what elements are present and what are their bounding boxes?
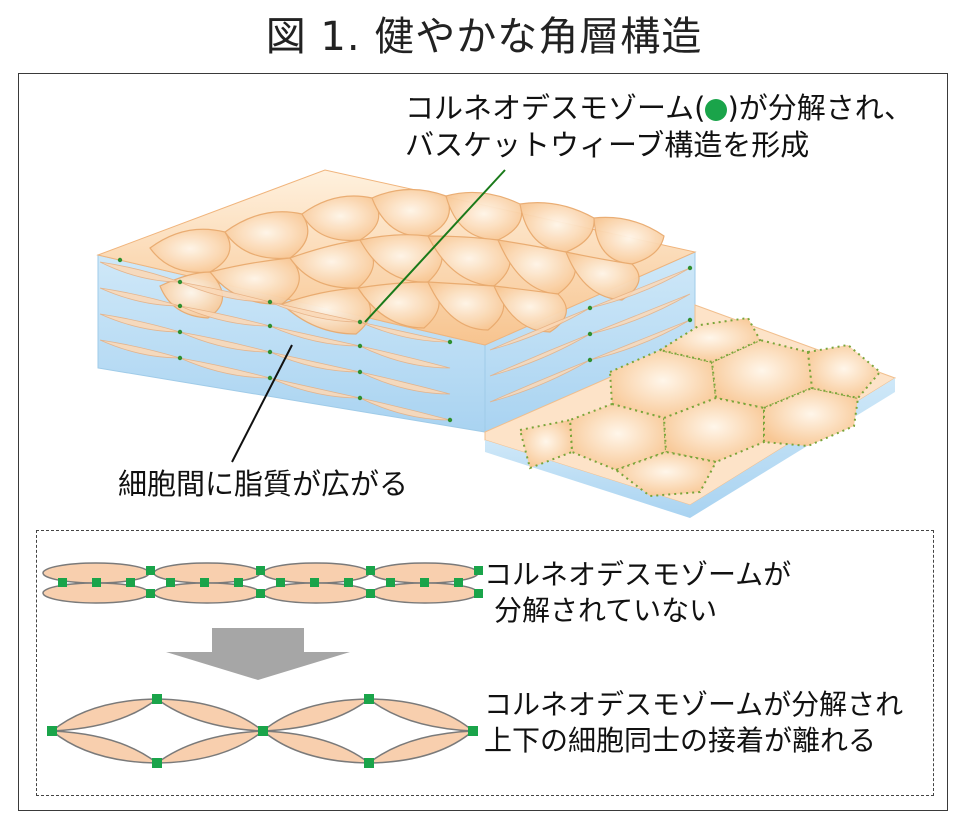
basket-weave-line1: コルネオデスモゾーム()が分解され、 xyxy=(405,91,914,125)
figure-frame xyxy=(18,73,948,811)
down-arrow xyxy=(166,628,350,680)
figure-title: 図 1. 健やかな角層構造 xyxy=(265,14,703,60)
lower-step xyxy=(484,304,897,518)
degraded-description: コルネオデスモゾームが分解され 上下の細胞同士の接着が離れる xyxy=(484,687,903,759)
degraded-schematic xyxy=(47,694,478,768)
desmosome-legend-dot-icon xyxy=(705,99,728,121)
degraded-line1: コルネオデスモゾームが分解され xyxy=(484,688,904,721)
intact-schematic xyxy=(42,562,483,604)
intact-line1: コルネオデスモゾームが xyxy=(484,558,792,591)
schematic-panel xyxy=(36,530,934,796)
intact-line2: 分解されていない xyxy=(494,593,718,627)
degraded-line2: 上下の細胞同士の接着が離れる xyxy=(484,723,877,757)
upper-block xyxy=(96,169,697,433)
intact-description: コルネオデスモゾームが 分解されていない xyxy=(484,557,791,629)
basket-weave-annotation: コルネオデスモゾーム()が分解され、 バスケットウィーブ構造を形成 xyxy=(405,90,913,164)
basket-weave-line2: バスケットウィーブ構造を形成 xyxy=(405,128,810,163)
desmosome-dots-degraded xyxy=(47,694,478,768)
leader-line-lipid xyxy=(231,344,293,463)
desmosome-dots-intact xyxy=(58,566,483,598)
lipid-annotation: 細胞間に脂質が広がる xyxy=(118,467,409,501)
leader-line-basket xyxy=(364,169,506,323)
